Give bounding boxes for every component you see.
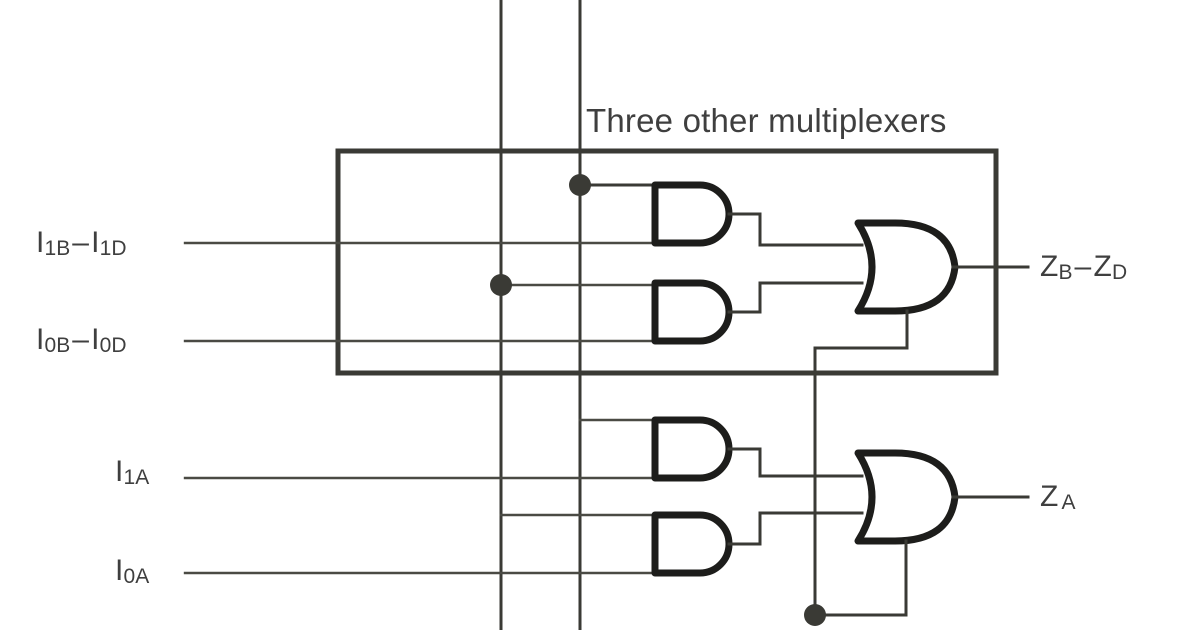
junction-dot-select-right-top <box>569 174 591 196</box>
and-gate-3 <box>651 416 733 482</box>
input-label-i0d-base: I <box>91 323 100 356</box>
output-label-zd-base: Z <box>1093 250 1112 283</box>
or2-third-input-wire <box>813 539 908 617</box>
input-label-i0d-sub: 0D <box>99 334 127 358</box>
and4-to-or2-wire <box>727 511 864 546</box>
input-label-i1b-base: I <box>36 226 45 259</box>
or-gate-1 <box>854 219 959 315</box>
input-label-i1b-sub: 1B <box>44 237 71 261</box>
input-label-i1d-sub: 1D <box>99 237 127 261</box>
input-label-0bd-dash: – <box>72 323 90 356</box>
input-label-i0b-sub: 0B <box>44 334 71 358</box>
input-label-i0b-i0d: I0B–I0D <box>36 323 127 358</box>
junction-dot-select-left-mid <box>490 274 512 296</box>
input-label-i0a-base: I <box>115 554 124 587</box>
and-gate-1 <box>651 181 733 247</box>
input-label-i1d-base: I <box>91 226 100 259</box>
output-label-z-dash: – <box>1074 250 1092 283</box>
input-label-i0a-sub: 0A <box>123 565 150 589</box>
or-gate-2 <box>854 449 959 545</box>
and3-to-or2-wire <box>727 447 864 478</box>
output-label-zb-sub: B <box>1058 261 1073 285</box>
output-label-zb-zd: ZB–ZD <box>1040 250 1128 285</box>
and-gate-2 <box>651 279 733 345</box>
output-label-zd-sub: D <box>1111 261 1128 285</box>
input-label-i0a: I0A <box>115 554 150 589</box>
input-label-i0b-base: I <box>36 323 45 356</box>
input-label-i1a: I1A <box>115 455 150 490</box>
input-label-i1b-i1d: I1B–I1D <box>36 226 127 261</box>
input-label-i1a-sub: 1A <box>123 466 150 490</box>
and1-to-or1-wire <box>727 212 864 247</box>
diagram-title: Three other multiplexers <box>586 102 947 139</box>
input-label-i1a-base: I <box>115 455 124 488</box>
and2-to-or1-wire <box>727 281 864 314</box>
and-gate-4 <box>651 511 733 577</box>
output-label-za-base: Z <box>1040 480 1059 513</box>
three-other-multiplexers-box <box>335 148 999 376</box>
junction-dot-feedback-bottom <box>804 604 826 626</box>
or1-third-input-wire <box>813 309 909 617</box>
output-label-zb-base: Z <box>1040 250 1059 283</box>
input-label-bd-dash: – <box>72 226 90 259</box>
output-label-za-sub: A <box>1061 491 1076 515</box>
